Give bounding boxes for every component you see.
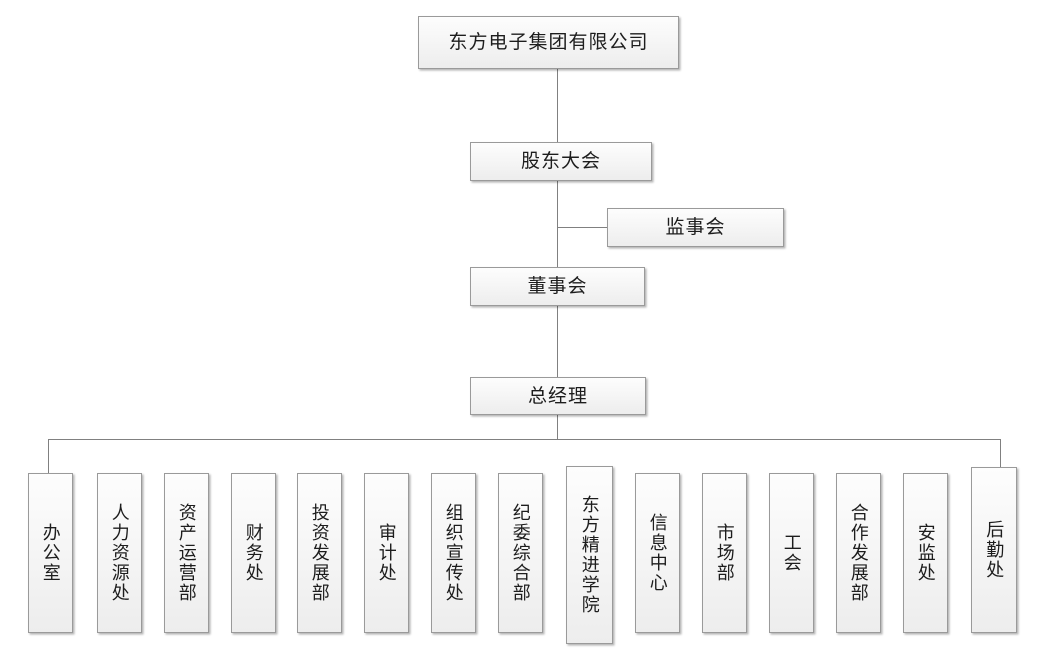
connector-bus-to-first-department: [48, 439, 49, 473]
department-label: 纪委综合部: [510, 503, 531, 603]
node-company[interactable]: 东方电子集团有限公司: [418, 16, 679, 69]
node-board-of-supervisors[interactable]: 监事会: [607, 208, 784, 247]
node-general-manager[interactable]: 总经理: [470, 377, 646, 415]
connector-bus-to-last-department: [1000, 439, 1001, 467]
connector-department-bus: [48, 439, 1001, 440]
department-label: 信息中心: [647, 513, 668, 593]
department-node[interactable]: 审计处: [364, 473, 409, 633]
department-node[interactable]: 后勤处: [971, 467, 1017, 633]
department-node[interactable]: 组织宣传处: [431, 473, 476, 633]
department-label: 办公室: [40, 523, 61, 583]
department-node[interactable]: 资产运营部: [164, 473, 209, 633]
connector-directors-to-manager: [557, 306, 558, 377]
node-board-of-directors[interactable]: 董事会: [470, 267, 645, 306]
department-label: 东方精进学院: [579, 495, 600, 615]
department-label: 资产运营部: [176, 503, 197, 603]
department-node[interactable]: 安监处: [903, 473, 948, 633]
department-label: 审计处: [376, 523, 397, 583]
department-node[interactable]: 信息中心: [635, 473, 680, 633]
department-label: 工会: [781, 533, 802, 573]
department-node[interactable]: 办公室: [28, 473, 73, 633]
department-node[interactable]: 合作发展部: [836, 473, 881, 633]
department-label: 组织宣传处: [443, 503, 464, 603]
department-label: 人力资源处: [109, 503, 130, 603]
connector-spine-to-supervisors: [557, 227, 607, 228]
department-label: 后勤处: [984, 520, 1005, 580]
department-node[interactable]: 工会: [769, 473, 814, 633]
department-node[interactable]: 纪委综合部: [498, 473, 543, 633]
connector-shareholders-spine: [557, 181, 558, 267]
department-label: 安监处: [915, 523, 936, 583]
department-label: 合作发展部: [848, 503, 869, 603]
node-shareholders-meeting[interactable]: 股东大会: [470, 142, 652, 181]
department-node[interactable]: 市场部: [702, 473, 747, 633]
department-node[interactable]: 人力资源处: [97, 473, 142, 633]
connector-company-to-shareholders: [557, 69, 558, 142]
department-node[interactable]: 东方精进学院: [566, 466, 613, 644]
department-label: 投资发展部: [309, 503, 330, 603]
department-node[interactable]: 财务处: [231, 473, 276, 633]
connector-manager-to-bus: [557, 415, 558, 439]
department-label: 财务处: [243, 523, 264, 583]
department-node[interactable]: 投资发展部: [297, 473, 342, 633]
department-label: 市场部: [714, 523, 735, 583]
